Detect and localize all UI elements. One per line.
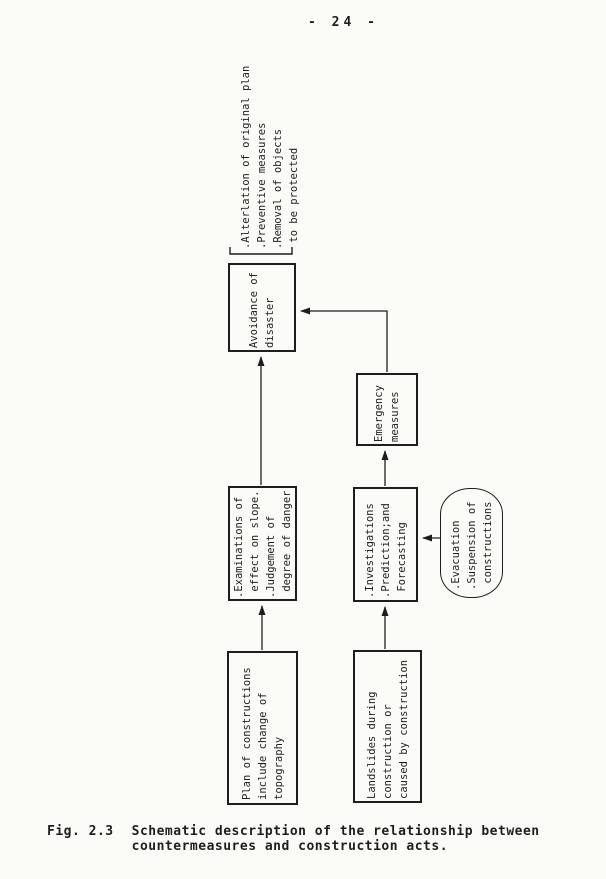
figure-caption-text: Schematic description of the relationshi…: [131, 824, 540, 854]
connector-emergency-to-avoidance-arrow: [300, 307, 388, 372]
page-number: - 24 -: [308, 15, 379, 30]
box-examinations-judgement: .Examinations of effect on slope. .Judge…: [228, 486, 297, 601]
figure-caption-label: Fig. 2.3: [47, 824, 114, 839]
box-landslides-during-construction: Landslides during construction or caused…: [353, 650, 422, 803]
box-investigations-prediction: .Investigations .Prediction;and Forecast…: [353, 487, 418, 602]
annotation-bracket: [229, 247, 293, 255]
box-avoidance-of-disaster: Avoidance of disaster: [228, 263, 296, 352]
box-plan-of-constructions: Plan of constructions include change of …: [227, 651, 298, 805]
box-emergency-measures: Emergency measures: [356, 373, 418, 446]
figure-caption: Fig. 2.3 Schematic description of the re…: [47, 824, 540, 854]
capsule-evacuation-suspension: .Evacuation .Suspension of constructions: [440, 488, 503, 598]
